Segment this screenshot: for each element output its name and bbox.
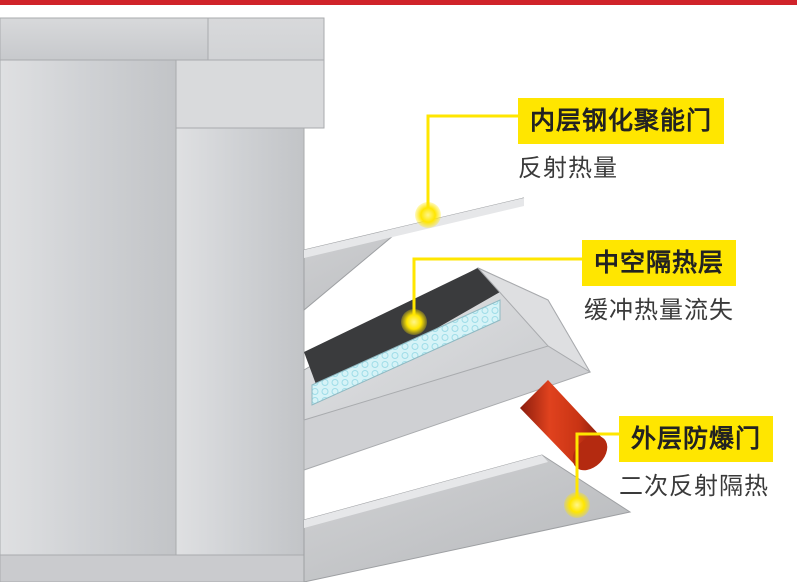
callout-dot-outer [564, 492, 590, 518]
insulation-frame [303, 267, 592, 471]
callout-dot-inner [415, 202, 441, 228]
callout-dot-middle [401, 309, 427, 335]
callout-desc-hollow-layer: 缓冲热量流失 [584, 296, 734, 324]
callout-title-hollow-layer: 中空隔热层 [582, 240, 737, 286]
callout-title-inner-door: 内层钢化聚能门 [518, 98, 725, 144]
callout-title-outer-door: 外层防爆门 [619, 416, 774, 462]
oven-cabinet [0, 17, 325, 582]
callout-desc-outer-door: 二次反射隔热 [619, 472, 769, 500]
top-bar [0, 0, 797, 5]
outer-door-plate [303, 454, 632, 582]
red-tube [520, 380, 608, 471]
callout-lines [412, 114, 619, 505]
callout-desc-inner-door: 反射热量 [518, 154, 618, 182]
honeycomb-insulation [311, 299, 501, 406]
